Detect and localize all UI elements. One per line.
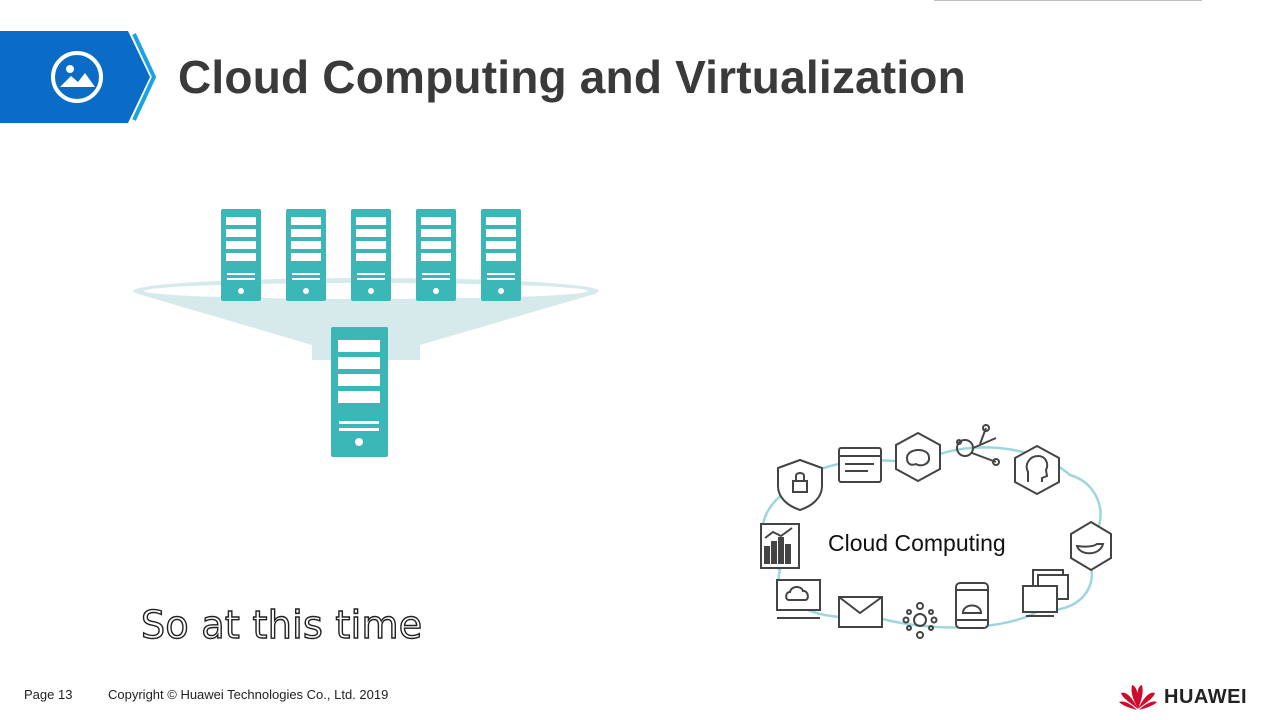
cloud-desktop-icon xyxy=(776,579,821,619)
consolidated-server-icon xyxy=(331,327,388,457)
server-icon xyxy=(351,209,391,301)
mobile-phone-icon xyxy=(955,582,989,629)
top-divider-line xyxy=(934,0,1202,1)
cloud-computing-illustration xyxy=(760,424,1112,639)
server-icon xyxy=(481,209,521,301)
title-banner xyxy=(0,31,157,123)
image-icon xyxy=(51,51,103,103)
analytics-chart-icon xyxy=(760,523,800,569)
mail-icon xyxy=(838,596,883,628)
desktop-sync-icon xyxy=(1022,569,1069,617)
browser-window-icon xyxy=(838,447,882,483)
hub-nodes-icon xyxy=(902,602,938,639)
page-number: Page 13 xyxy=(24,687,73,702)
server-icon xyxy=(221,209,261,301)
server-consolidation-illustration xyxy=(133,209,599,457)
huawei-logo xyxy=(1119,685,1157,710)
security-shield-icon xyxy=(777,458,823,512)
brain-icon xyxy=(895,431,941,483)
server-icon xyxy=(286,209,326,301)
network-nodes-icon xyxy=(956,424,1000,466)
subtitle-caption: So at this time xyxy=(140,602,423,647)
slide-title: Cloud Computing and Virtualization xyxy=(178,51,966,103)
container-whale-icon xyxy=(1070,520,1112,572)
brand-name: HUAWEI xyxy=(1164,686,1247,708)
copyright-notice: Copyright © Huawei Technologies Co., Ltd… xyxy=(108,687,389,702)
ai-head-icon xyxy=(1014,444,1060,496)
cloud-computing-label: Cloud Computing xyxy=(828,530,1006,556)
server-icon xyxy=(416,209,456,301)
